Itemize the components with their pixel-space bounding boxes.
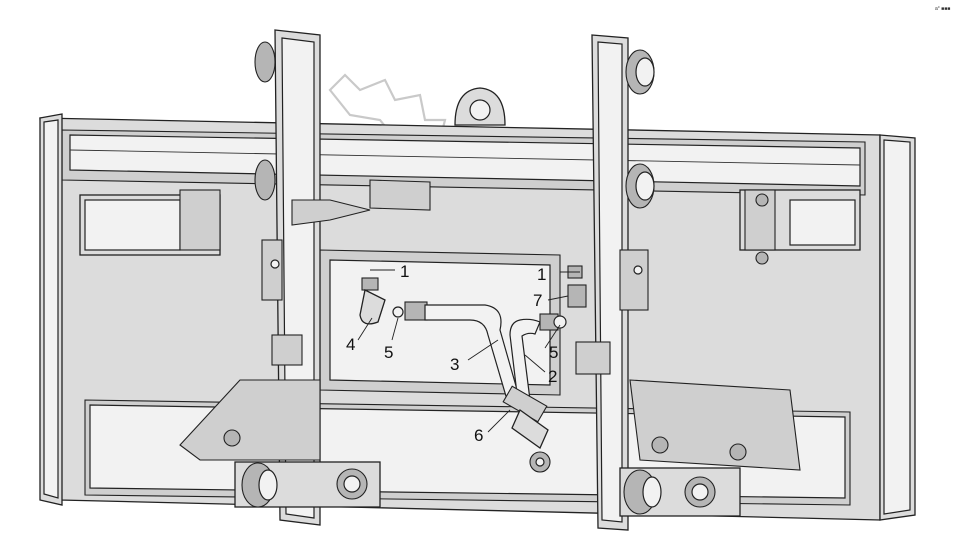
leader-lines (357, 269, 580, 433)
callout-5-right: 5 (549, 343, 558, 362)
callout-labels: 1 1 2 3 4 5 5 6 7 (346, 262, 558, 445)
callout-6: 6 (474, 426, 483, 445)
lower-brackets (179, 379, 801, 517)
callout-4: 4 (346, 335, 355, 354)
right-fork-arm (575, 34, 655, 531)
callout-7: 7 (533, 291, 542, 310)
cylinders (79, 189, 861, 265)
callout-3: 3 (450, 355, 459, 374)
callout-1-right: 1 (537, 265, 546, 284)
corner-mark: a° ■■■ (935, 6, 950, 12)
callout-2: 2 (548, 367, 557, 386)
hose-assembly (359, 265, 587, 473)
callout-5-left: 5 (384, 343, 393, 362)
callout-1-left: 1 (400, 262, 409, 281)
